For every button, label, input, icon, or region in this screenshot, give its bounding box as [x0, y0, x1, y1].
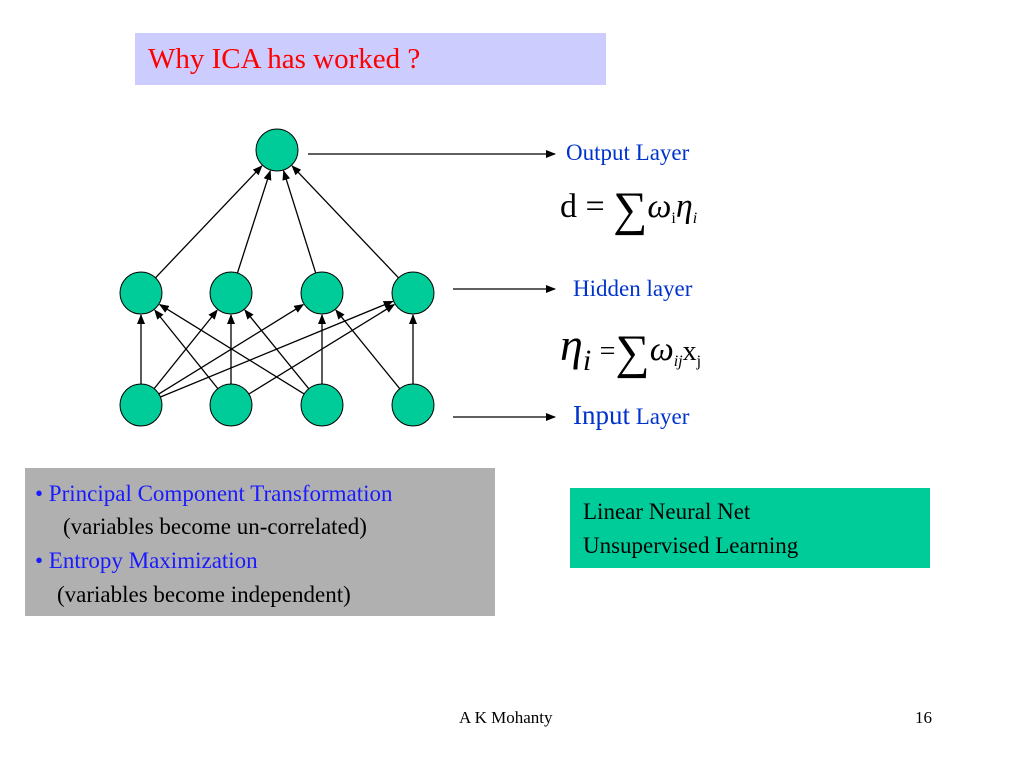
eq-d: d [560, 188, 577, 225]
bullet-entropy-detail: (variables become independent) [57, 582, 351, 607]
input-node-3 [300, 383, 344, 427]
output-node [255, 128, 299, 172]
sum-icon: ∑ [613, 183, 648, 236]
edge-input-2-hidden-1 [154, 309, 219, 390]
output-layer-label: Output Layer [566, 140, 690, 165]
eq-x: x [682, 336, 697, 367]
sum-icon-2: ∑ [615, 326, 650, 379]
edge-hidden-1-output [155, 165, 263, 279]
hidden-node-2 [209, 271, 253, 315]
hidden-node-4 [391, 271, 435, 315]
edge-hidden-2-output [236, 169, 272, 274]
slide-title: Why ICA has worked ? [148, 43, 421, 75]
eq-omega-2: ω [649, 331, 674, 368]
network-type-line-2: Unsupervised Learning [583, 533, 799, 558]
summary-box: • Principal Component Transformation (va… [25, 468, 495, 616]
edge-hidden-4-output [291, 165, 399, 279]
eq-omega-sub: i [671, 210, 676, 227]
output-equation: d = ∑ωiηi [560, 182, 697, 237]
eq-eta-big-sub: i [582, 344, 592, 377]
network-type-box: Linear Neural Net Unsupervised Learning [570, 488, 930, 568]
eq-equals: = [585, 188, 605, 225]
input-layer-label-rest: Layer [630, 404, 690, 429]
input-node-1 [119, 383, 163, 427]
title-box: Why ICA has worked ? [135, 33, 606, 85]
footer-page-number: 16 [915, 708, 932, 727]
edge-input-3-hidden-1 [158, 304, 305, 395]
hidden-node-1 [119, 271, 163, 315]
eq-eta-sub: i [692, 210, 698, 227]
eq-eta: η [675, 188, 693, 225]
edge-hidden-3-output [282, 170, 317, 274]
hidden-node-3 [300, 271, 344, 315]
hidden-layer-label: Hidden layer [573, 276, 693, 301]
bullet-entropy: • Entropy Maximization [35, 548, 258, 573]
input-layer-label: Input Layer [573, 400, 689, 431]
edge-input-3-hidden-2 [244, 309, 310, 390]
network-type-line-1: Linear Neural Net [583, 499, 751, 524]
bullet-pca-detail: (variables become un-correlated) [63, 514, 367, 539]
hidden-equation: ηi =∑ωijxj [560, 318, 701, 380]
eq-omega: ω [647, 188, 672, 225]
input-layer-label-main: Input [573, 400, 630, 430]
eq-eta-big: η [560, 319, 583, 370]
edge-input-4-hidden-3 [335, 309, 401, 390]
eq-x-sub: j [696, 353, 702, 370]
input-node-2 [209, 383, 253, 427]
input-node-4 [391, 383, 435, 427]
eq-omega-2-sub: ij [673, 353, 683, 370]
bullet-pca: • Principal Component Transformation [35, 481, 393, 506]
footer-author: A K Mohanty [459, 708, 553, 727]
eq-equals-2: = [599, 336, 616, 367]
